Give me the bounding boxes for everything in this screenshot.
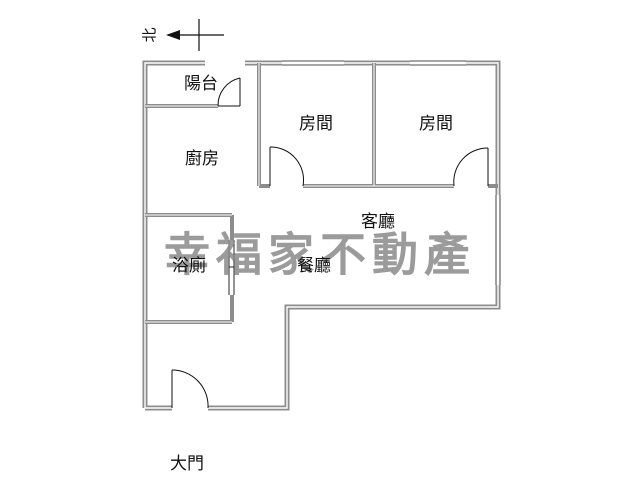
window-bedroom-2 — [410, 60, 466, 66]
doors — [171, 77, 489, 409]
window-living-room — [495, 195, 501, 285]
room-label-kitchen: 廚房 — [185, 148, 219, 169]
balcony-door-arc — [217, 77, 241, 107]
entrance-door-arc — [171, 369, 209, 409]
windows — [205, 60, 501, 285]
window-balcony — [205, 60, 245, 66]
bedroom2-door-arc — [453, 147, 489, 187]
window-bedroom-1 — [282, 60, 344, 66]
room-label-living-room: 客廳 — [361, 212, 395, 232]
outer-wall-main-inner — [144, 62, 499, 409]
room-label-dining-room: 餐廳 — [297, 256, 331, 276]
compass-arrow-icon — [166, 30, 180, 40]
watermark-text: 幸福家不動產 — [164, 228, 476, 282]
outer-walls-inner — [144, 62, 499, 409]
interior-walls-inner — [145, 63, 454, 323]
room-label-bedroom-1: 房間 — [299, 114, 333, 134]
bedroom1-door-arc — [269, 146, 305, 187]
room-label-bathroom: 浴廁 — [172, 255, 206, 276]
compass-north-label: 北 — [141, 27, 159, 42]
interior-walls — [145, 63, 498, 324]
compass: 北 — [141, 19, 224, 51]
bathroom-sliding-door — [228, 240, 235, 295]
entrance-label: 大門 — [170, 454, 204, 474]
room-label-bedroom-2: 房間 — [419, 114, 453, 134]
room-label-balcony: 陽台 — [184, 74, 218, 94]
